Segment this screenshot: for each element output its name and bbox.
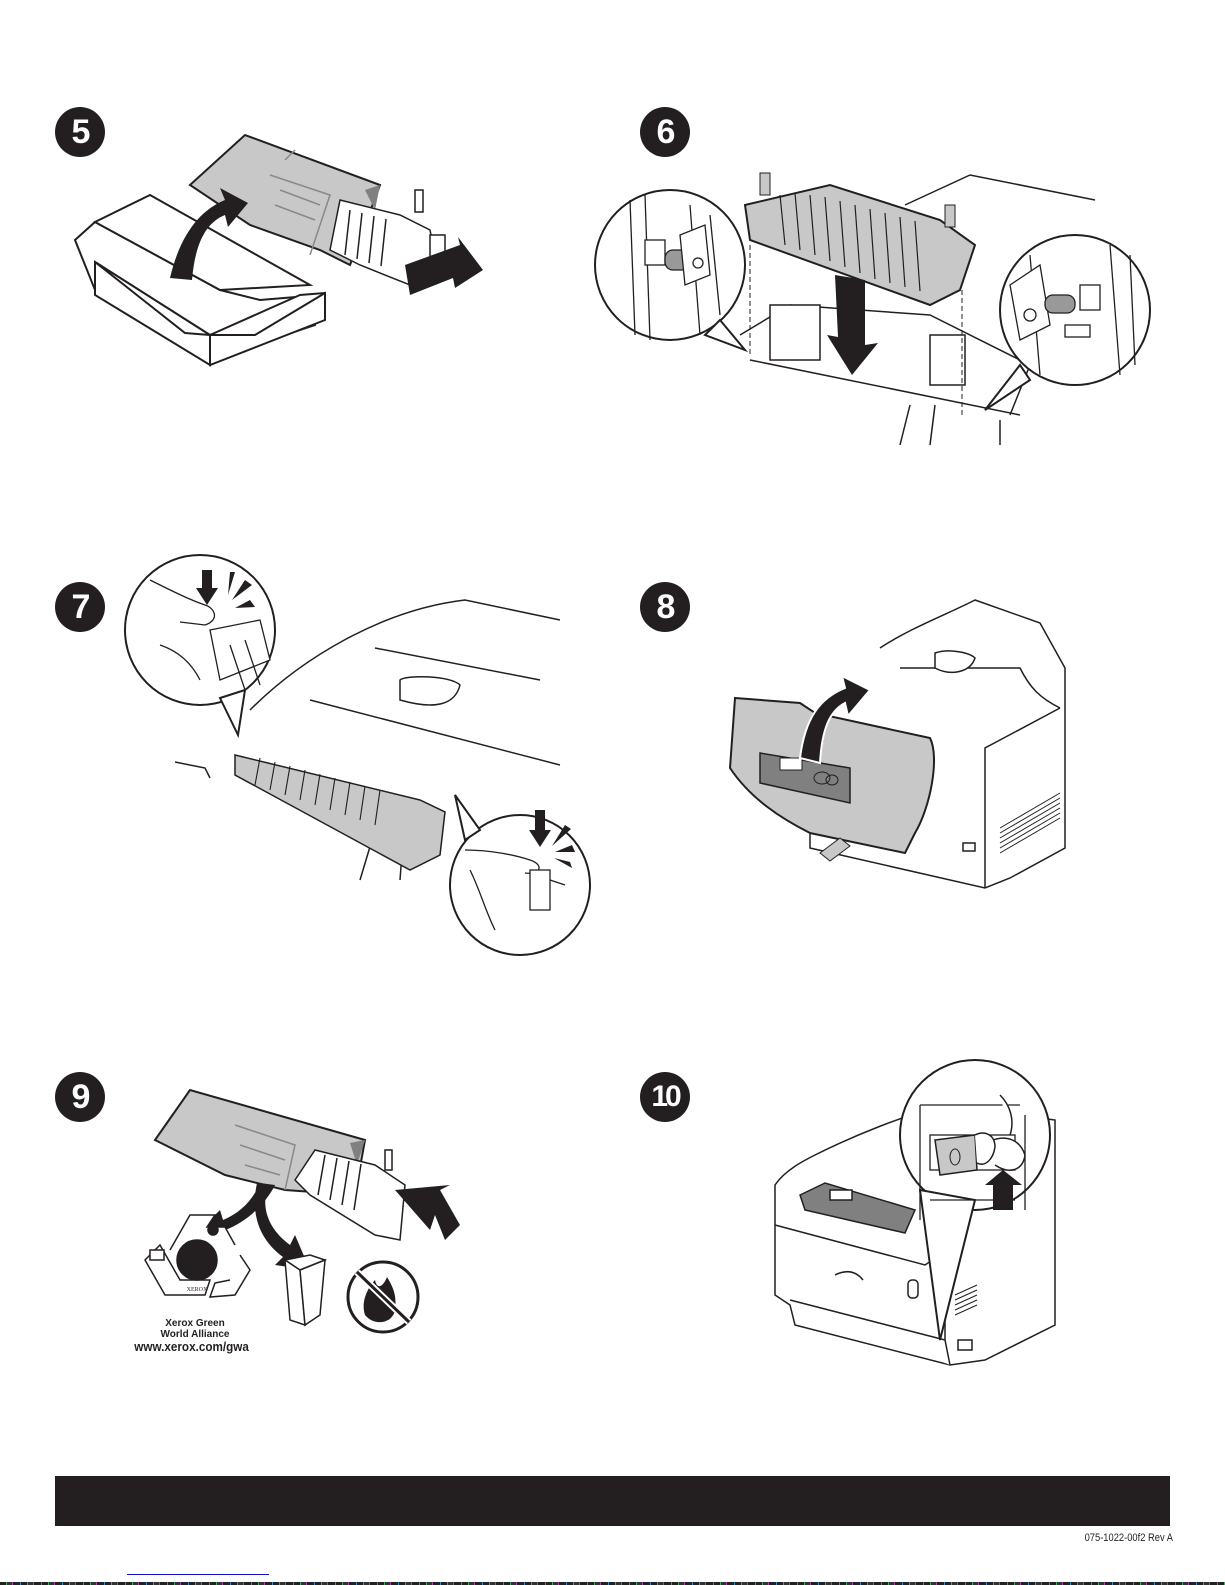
- control-panel-icon: [799, 1182, 917, 1234]
- step-8-illustration: [728, 599, 1066, 889]
- document-number: 075-1022-00f2 Rev A: [1084, 1532, 1173, 1544]
- printer-interior-icon: [739, 174, 1096, 446]
- step-6-illustration: [594, 172, 1151, 446]
- step-9-badge: 9: [55, 1072, 105, 1122]
- arrow-to-trash-icon: [254, 1183, 310, 1270]
- arrow-right-icon: [405, 237, 483, 295]
- hand-icon: [974, 1094, 1026, 1171]
- step-5-illustration: [73, 133, 483, 367]
- bottom-edge-strip: [0, 1582, 1225, 1585]
- press-arrow-icon: [196, 570, 218, 605]
- curved-arrow-up-icon: [798, 674, 872, 765]
- link-underline: [127, 1574, 269, 1575]
- recycle-caption-line2: World Alliance: [160, 1329, 230, 1340]
- curved-arrow-up-icon: [170, 188, 248, 280]
- step-7-badge: 7: [55, 582, 105, 632]
- recycle-caption: Xerox Green World Alliance: [140, 1318, 250, 1340]
- alignment-guides: [749, 245, 963, 415]
- right-detail-circle-icon: [984, 234, 1151, 411]
- footer-bar: [55, 1476, 1170, 1526]
- step-8-badge: 8: [640, 582, 690, 632]
- step-6-badge: 6: [640, 107, 690, 157]
- fuser-bag-icon: [188, 133, 382, 267]
- lower-detail-circle-icon: [449, 794, 591, 956]
- switch-detail-circle-icon: [899, 1059, 1051, 1341]
- arrow-up-icon: [985, 1170, 1022, 1210]
- fuser-installed-icon: [234, 754, 446, 871]
- recycle-caption-line1: Xerox Green: [165, 1318, 225, 1329]
- step-9-illustration: XEROX: [144, 1088, 460, 1334]
- left-detail-circle-icon: [594, 189, 749, 353]
- arrow-push-left-icon: [395, 1185, 460, 1240]
- press-arrow-icon: [529, 810, 551, 847]
- front-door-icon: [728, 696, 936, 862]
- no-burn-icon: [346, 1260, 420, 1334]
- recycle-logo-icon: [144, 1214, 251, 1298]
- arrow-down-icon: [827, 275, 878, 375]
- step-10-illustration: [774, 1059, 1056, 1366]
- fuser-unit-icon: [294, 1149, 406, 1241]
- step-7-illustration: [124, 554, 591, 956]
- trash-can-icon: [283, 1254, 328, 1327]
- open-box-icon: [73, 193, 326, 367]
- fuser-unit-icon: [743, 172, 977, 307]
- step-10-badge: 10: [640, 1072, 690, 1122]
- power-switch-icon: [934, 1134, 978, 1176]
- upper-detail-circle-icon: [124, 554, 276, 739]
- recycle-logo-label: XEROX: [187, 1287, 208, 1293]
- step-5-badge: 5: [55, 107, 105, 157]
- recycle-url[interactable]: www.xerox.com/gwa: [134, 1339, 249, 1354]
